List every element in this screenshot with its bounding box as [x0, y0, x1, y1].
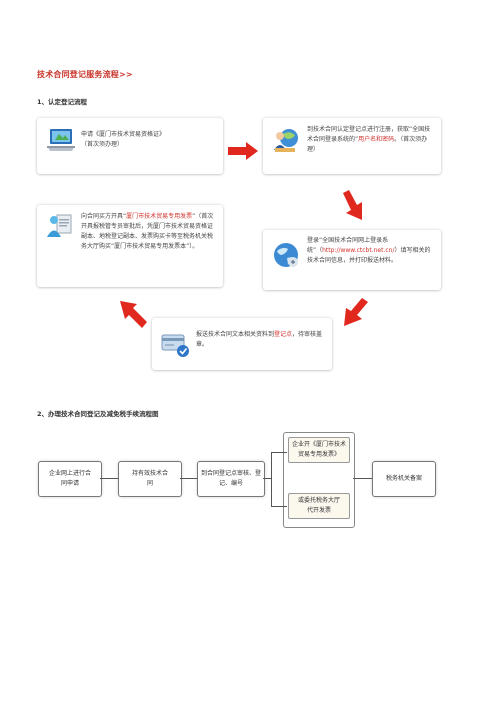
card-check-icon [161, 334, 189, 357]
system-url-link[interactable]: http://www.ctcbt.net.cn/ [322, 247, 395, 254]
connector-line [271, 452, 287, 453]
connector-line [263, 478, 271, 479]
option-self-invoice: 企业开《厦门市技术贸易专用发票》 [288, 437, 350, 463]
section-heading-process: 2、办理技术合同登记及减免税手续流程图 [37, 410, 159, 418]
step-text-register: 到技术合同认定登记点进行注册，获取“全国技术合同登录系统的”用户名和密码。（首次… [307, 126, 431, 153]
connector-line [271, 506, 287, 507]
person-globe-icon [274, 129, 298, 152]
connector-line [100, 478, 118, 479]
step-text-submit: 报送技术合同文本相关资料到登记点，待审核盖章。 [196, 331, 323, 348]
option-tax-hall-invoice: 或委托税务大厅代开发票 [288, 493, 350, 519]
flow-box-registration-point: 到合同登记点审核、登记、编号 [197, 461, 265, 497]
step-text-login: 登录“全国技术合同网上登录系统”（http://www.ctcbt.net.cn… [307, 237, 431, 264]
flow-box-tax-bureau: 税务机关备案 [372, 461, 436, 497]
step-card-login: 登录“全国技术合同网上登录系统”（http://www.ctcbt.net.cn… [263, 230, 441, 290]
step-card-register: 到技术合同认定登记点进行注册，获取“全国技术合同登录系统的”用户名和密码。（首次… [263, 118, 441, 174]
laptop-icon [47, 129, 75, 151]
step-text-invoice: 向合同买方开具“厦门市技术贸易专用发票”（首次开具报税管专员审批后，凭厦门市技术… [81, 213, 214, 250]
invoice-options-group: 企业开《厦门市技术贸易专用发票》 或委托税务大厅代开发票 [283, 432, 355, 528]
connector-line [180, 478, 197, 479]
arrow-down-left-icon [344, 298, 368, 326]
globe-icon [274, 243, 298, 267]
arrow-right-icon [228, 142, 258, 160]
connector-bracket [271, 452, 272, 507]
step-card-submit: 报送技术合同文本相关资料到登记点，待审核盖章。 [152, 318, 332, 370]
step-card-apply: 申请《厦门市技术贸易资格证》（首次须办理） [37, 118, 223, 174]
section-heading-certification: 1、认定登记流程 [37, 98, 88, 106]
flow-box-online-register: 企业网上进行合同申请 [38, 461, 102, 497]
person-document-icon [47, 214, 72, 237]
step-card-invoice: 向合同买方开具“厦门市技术贸易专用发票”（首次开具报税管专员审批后，凭厦门市技术… [37, 205, 223, 287]
step-text-apply: 申请《厦门市技术贸易资格证》（首次须办理） [81, 131, 166, 148]
flow-box-bring-contract: 持有效技术合同 [118, 461, 182, 497]
arrow-up-left-icon [120, 301, 147, 328]
arrow-down-right-icon [343, 190, 362, 220]
page-title: 技术合同登记服务流程>> [37, 70, 133, 79]
connector-line [353, 478, 372, 479]
